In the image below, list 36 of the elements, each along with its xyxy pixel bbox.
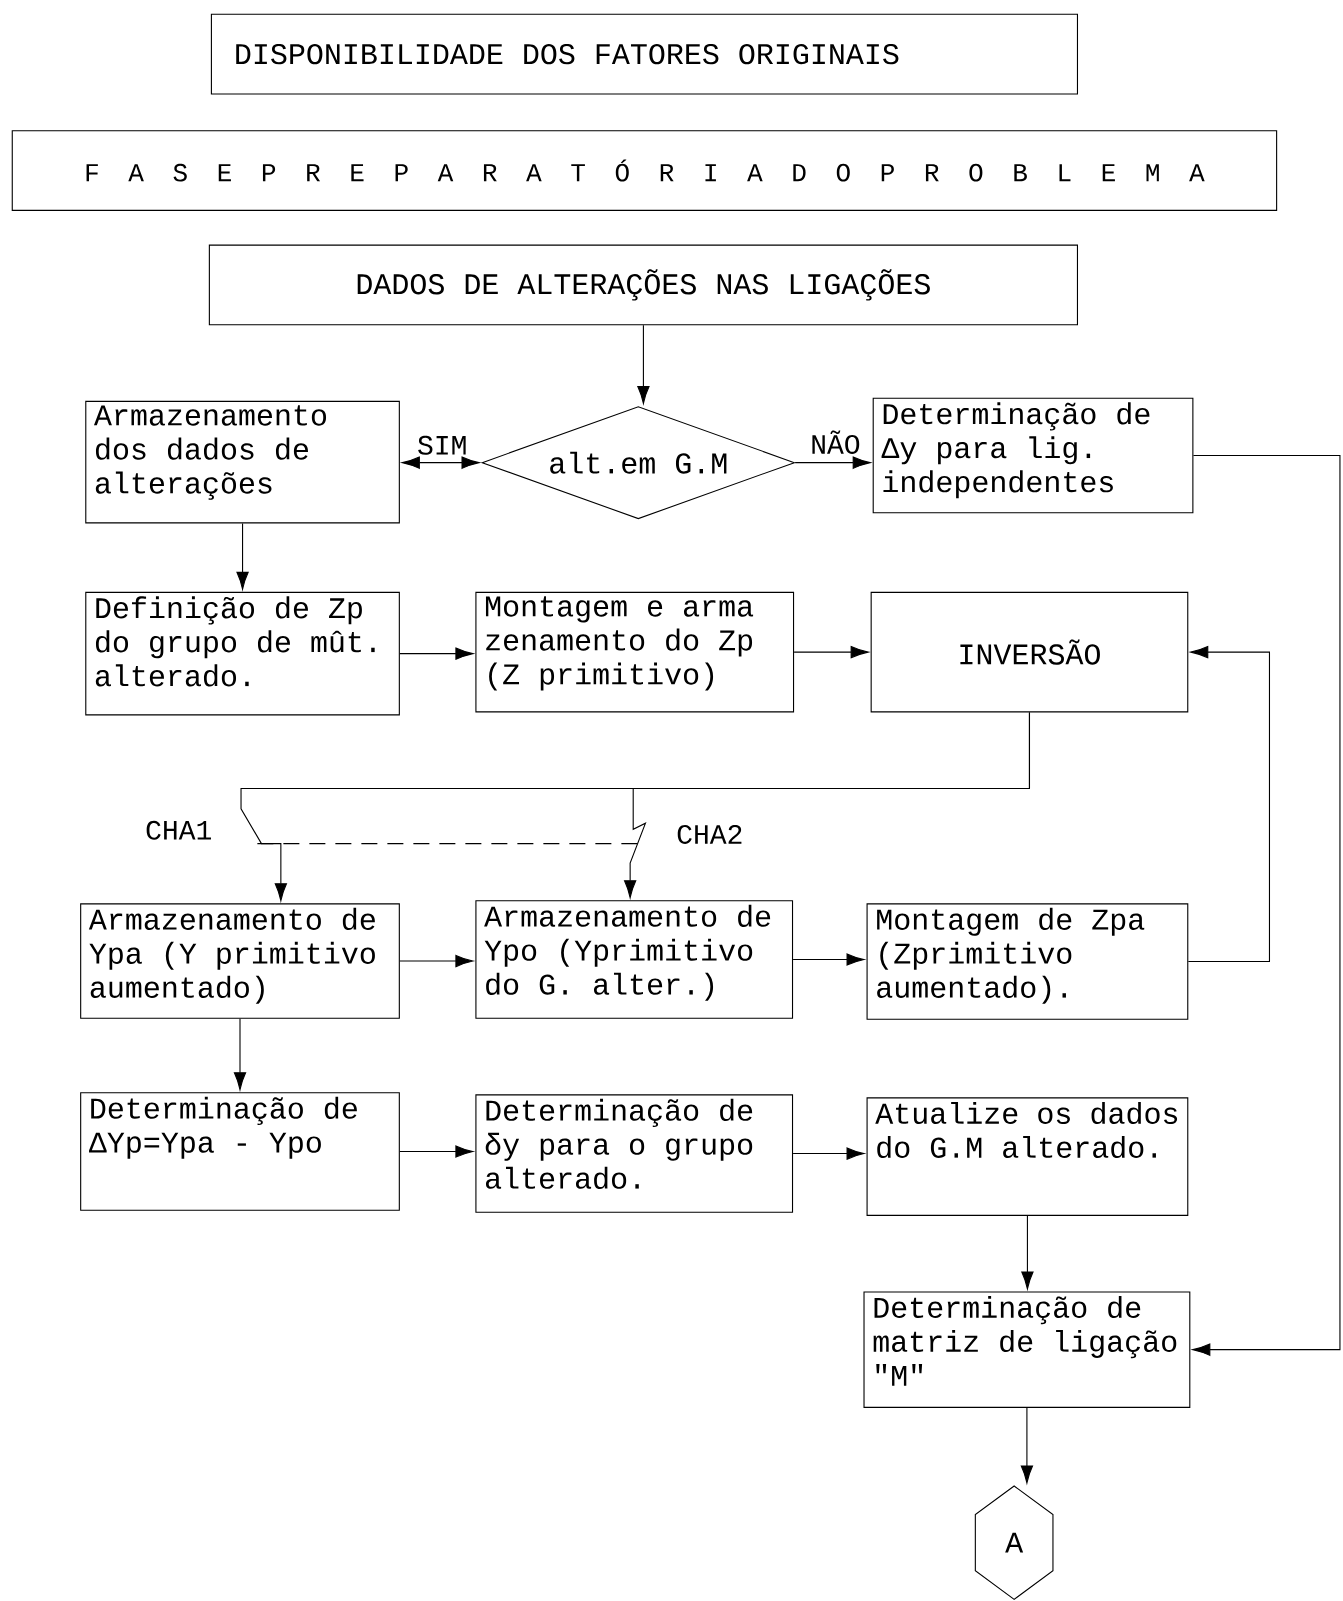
arrow [624,711,1030,899]
arrow [399,647,474,660]
process-box: Montagem e arma zenamento do Zp (Z primitivo) [475,591,795,713]
arrow [233,1018,247,1091]
arrow [399,954,474,968]
process-box: DISPONIBILIDADE DOS FATORES ORIGINAIS [210,13,1078,95]
arrow [794,456,871,469]
process-box: Armazenamento dos dados de alterações [85,400,400,524]
process-box: Montagem de Zpa (Zprimitivo aumentado). [866,903,1189,1020]
arrow [1187,645,1270,963]
process-box: Armazenamento de Ypo (Yprimitivo do G. alter.) [475,900,794,1019]
arrow [1021,1215,1034,1290]
edge-label: CHA2 [675,823,745,845]
arrow [399,1145,474,1158]
process-box: Atualize os dados do G.M alterado. [866,1097,1189,1216]
arrow [792,953,865,966]
process-box: Determinação de δy para o grupo alterado. [475,1094,794,1213]
connector-hexagon: A [974,1485,1054,1601]
phase-banner: F A S E P R E P A R A T Ó R I A D O P R O B L E M A [11,130,1278,211]
arrow [1192,454,1341,1356]
edge-label: CHA1 [144,819,214,841]
process-box: DADOS DE ALTERAÇÕES NAS LIGAÇÕES [208,244,1078,326]
process-box: Determinação de Δy para lig. independentes [872,397,1194,514]
process-box: Determinação de matriz de ligação "M" [863,1291,1191,1408]
process-box: Armazenamento de Ypa (Y primitivo aumentado) [80,903,400,1019]
arrow [792,1147,865,1160]
arrow [1020,1407,1034,1484]
process-box: Definição de Zp do grupo de mût. alterado. [85,591,400,716]
process-box: Determinação de ΔYp=Ypa - Ypo [80,1092,400,1211]
arrow [401,456,480,469]
arrow [236,522,249,590]
arrow [793,645,869,659]
process-box: INVERSÃO [870,591,1189,713]
arrow [637,324,650,404]
edge-label: SIM [416,434,469,456]
edge-label: NÃO [809,429,862,455]
